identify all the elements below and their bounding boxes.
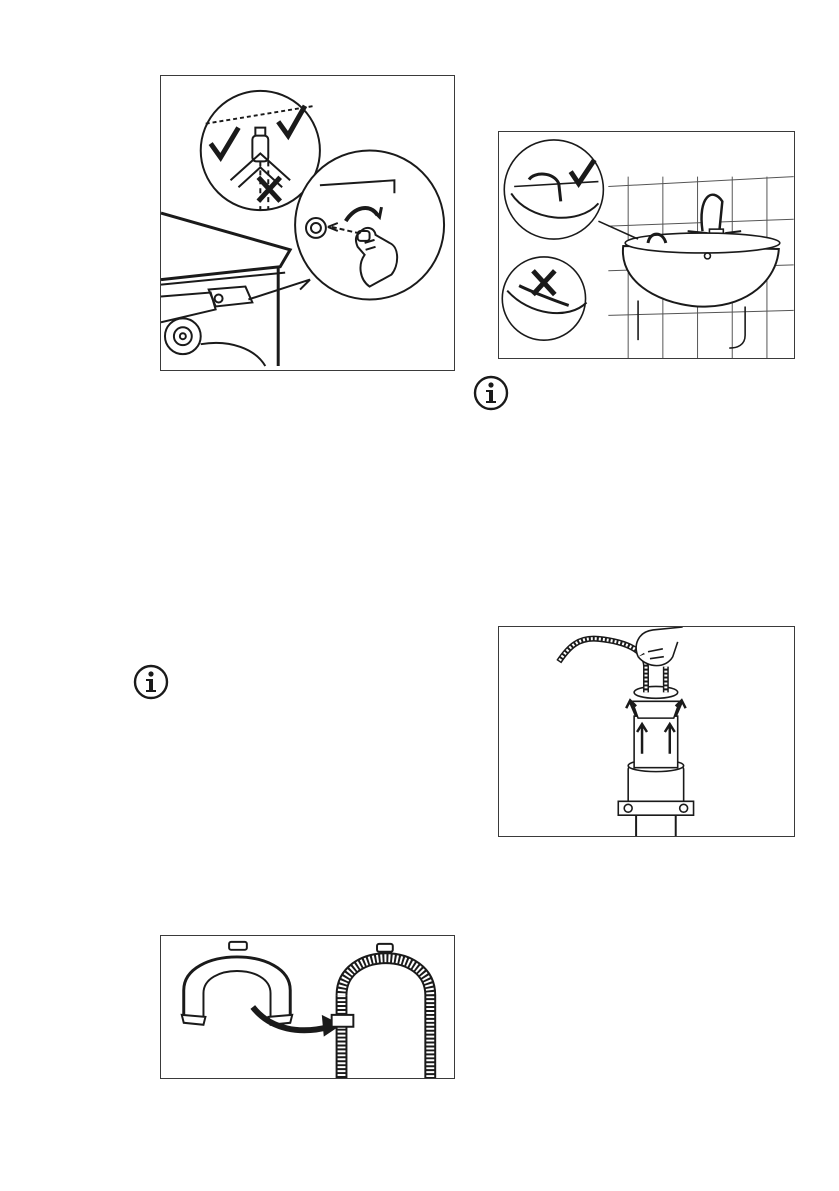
hand-icon <box>636 627 682 666</box>
figure-sink-drain <box>498 131 795 359</box>
info-icon <box>473 375 509 411</box>
curved-arrow-icon <box>253 1007 342 1037</box>
sink-drain-illustration <box>499 132 794 358</box>
figure-tap-connection <box>160 75 455 371</box>
standpipe-drain-illustration <box>499 627 794 836</box>
figure-standpipe-drain <box>498 626 795 837</box>
tap-connection-illustration <box>161 76 454 370</box>
figure-hose-guide <box>160 935 455 1079</box>
hose-guide-illustration <box>161 936 454 1078</box>
info-icon <box>133 664 169 700</box>
